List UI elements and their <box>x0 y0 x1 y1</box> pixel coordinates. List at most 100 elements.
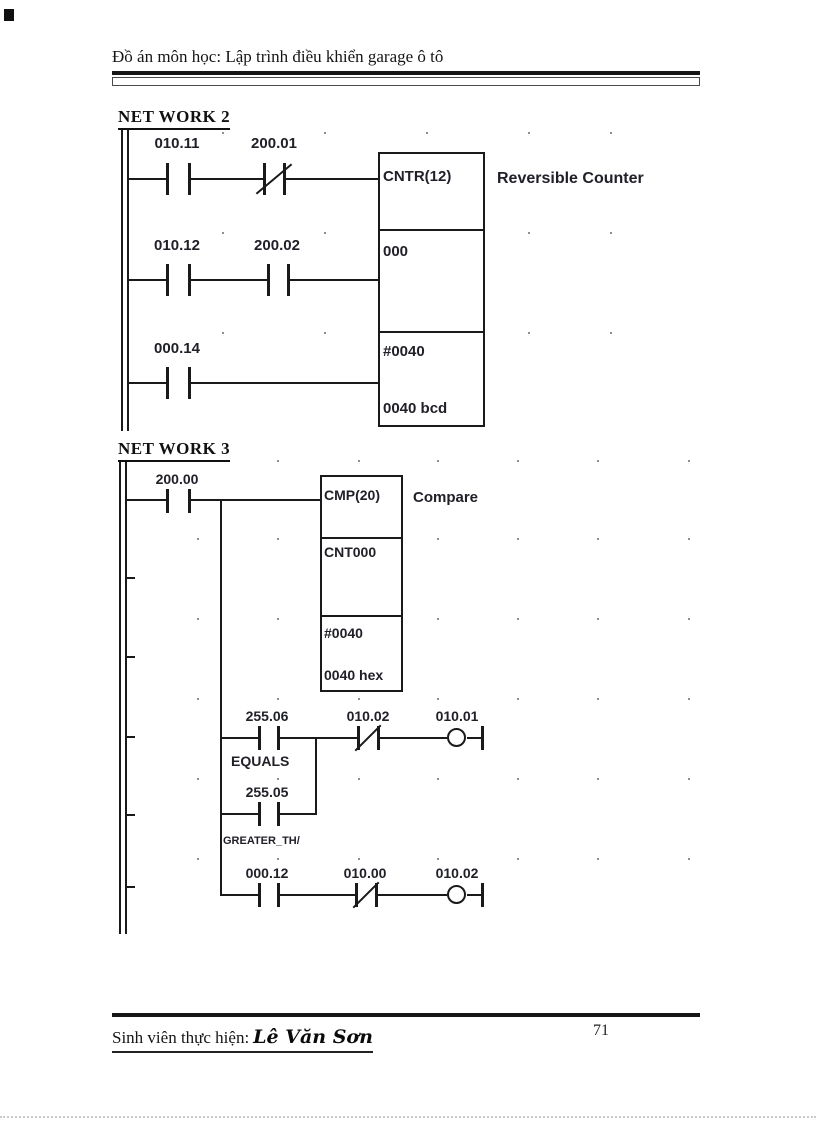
grid-dot <box>426 132 428 134</box>
grid-dot <box>437 858 439 860</box>
contact-label: 010.11 <box>154 135 200 152</box>
grid-dot <box>597 618 599 620</box>
no-contact-symbol <box>258 726 261 750</box>
rung-line <box>191 499 320 501</box>
rung-line <box>220 737 258 739</box>
box-row-text: #0040 <box>324 625 363 641</box>
flag-label-equals: EQUALS <box>231 753 290 769</box>
grid-dot <box>222 332 224 334</box>
nc-contact-symbol <box>263 163 266 195</box>
no-contact-symbol <box>258 802 261 826</box>
contact-label: 000.14 <box>154 340 200 357</box>
branch-vertical-line <box>220 499 222 896</box>
footer-author-name: Lê Văn Sơn <box>253 1026 373 1048</box>
grid-dot <box>610 232 612 234</box>
grid-dot <box>597 778 599 780</box>
grid-dot <box>358 698 360 700</box>
grid-dot <box>277 538 279 540</box>
box-row-text: CMP(20) <box>324 487 381 503</box>
coil-label: 010.02 <box>435 865 479 881</box>
rung-line <box>290 279 378 281</box>
box-divider <box>322 615 401 617</box>
coil-label: 010.01 <box>435 708 479 724</box>
nc-contact-symbol <box>283 163 286 195</box>
contact-label: 255.06 <box>245 708 289 724</box>
grid-dot <box>517 538 519 540</box>
no-contact-symbol <box>277 883 280 907</box>
no-contact-symbol <box>166 163 169 195</box>
rail-tick <box>127 814 135 816</box>
rail-tick <box>127 656 135 658</box>
rung-line <box>286 178 378 180</box>
grid-dot <box>277 698 279 700</box>
grid-dot <box>197 698 199 700</box>
grid-dot <box>437 778 439 780</box>
rung-line <box>467 894 481 896</box>
page-header-title: Đồ án môn học: Lập trình điều khiển gara… <box>112 47 444 66</box>
rung-line <box>129 178 166 180</box>
rail-tick <box>127 886 135 888</box>
cmp-instruction-box <box>320 475 403 692</box>
grid-dot <box>277 778 279 780</box>
grid-dot <box>277 460 279 462</box>
header-rule-thick <box>112 71 700 75</box>
rung-line <box>378 894 447 896</box>
page-bottom-dotted-line <box>0 1116 816 1118</box>
no-contact-symbol <box>267 264 270 296</box>
grid-dot <box>688 538 690 540</box>
grid-dot <box>358 460 360 462</box>
no-contact-symbol <box>277 726 280 750</box>
grid-dot <box>597 460 599 462</box>
grid-dot <box>517 618 519 620</box>
grid-dot <box>528 132 530 134</box>
contact-label: 200.01 <box>251 135 297 152</box>
no-contact-symbol <box>166 489 169 513</box>
grid-dot <box>437 460 439 462</box>
instruction-comment: Reversible Counter <box>497 170 644 187</box>
contact-label: 200.02 <box>254 237 300 254</box>
rung-line <box>280 813 317 815</box>
nc-contact-symbol <box>355 883 358 907</box>
contact-label: 010.02 <box>346 708 390 724</box>
rung-line <box>280 894 355 896</box>
box-row-text: 0040 hex <box>324 667 384 683</box>
grid-dot <box>517 460 519 462</box>
contact-label: 255.05 <box>245 784 289 800</box>
rung-end-bar <box>481 883 484 907</box>
no-contact-symbol <box>166 367 169 399</box>
rung-line <box>191 178 263 180</box>
grid-dot <box>688 858 690 860</box>
header-rule-box <box>112 77 700 86</box>
grid-dot <box>688 618 690 620</box>
grid-dot <box>324 332 326 334</box>
grid-dot <box>688 698 690 700</box>
box-divider <box>322 537 401 539</box>
box-divider <box>380 331 483 333</box>
no-contact-symbol <box>287 264 290 296</box>
grid-dot <box>597 698 599 700</box>
grid-dot <box>197 778 199 780</box>
grid-dot <box>688 460 690 462</box>
footer-label: Sinh viên thực hiện: <box>112 1028 250 1047</box>
no-contact-symbol <box>188 264 191 296</box>
no-contact-symbol <box>188 163 191 195</box>
box-row-text: CNTR(12) <box>383 168 452 185</box>
page-number: 71 <box>593 1022 609 1039</box>
rail-tick <box>127 577 135 579</box>
grid-dot <box>517 698 519 700</box>
no-contact-symbol <box>188 367 191 399</box>
net3-left-rail <box>119 462 127 934</box>
grid-dot <box>437 618 439 620</box>
grid-dot <box>517 858 519 860</box>
grid-dot <box>277 618 279 620</box>
nc-contact-symbol <box>377 726 380 750</box>
grid-dot <box>197 538 199 540</box>
grid-dot <box>528 232 530 234</box>
rung-line <box>280 737 357 739</box>
box-divider <box>380 229 483 231</box>
flag-label-greater-than: GREATER_TH/ <box>223 835 300 847</box>
no-contact-symbol <box>166 264 169 296</box>
grid-dot <box>197 618 199 620</box>
cntr-instruction-box <box>378 152 485 427</box>
nc-contact-symbol <box>357 726 360 750</box>
